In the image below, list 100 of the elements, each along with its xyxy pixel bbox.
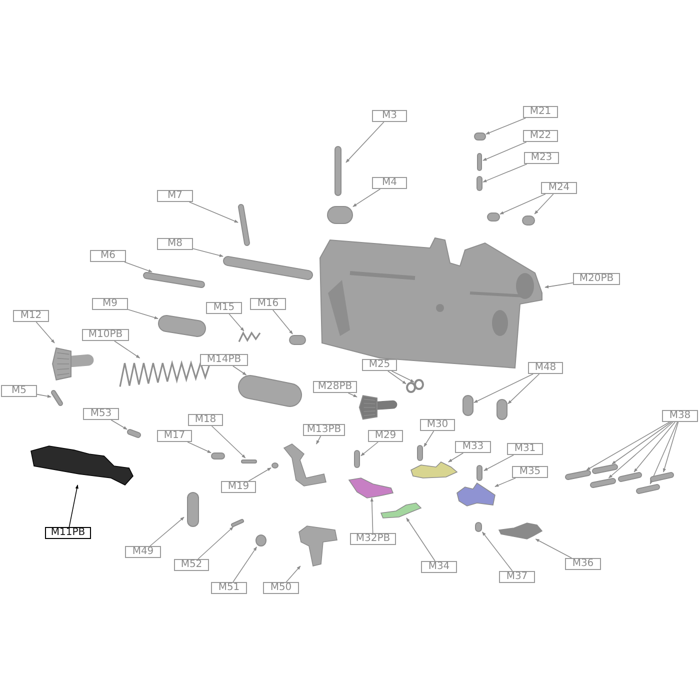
callout-label: M36 [565,558,601,570]
pin-drawing [211,451,225,461]
pin-drawing [223,256,313,280]
callout-label: M6 [90,250,126,262]
leader-line [228,314,244,332]
pin-drawing [474,132,486,141]
leader-line [286,566,301,582]
leader-line [346,122,384,163]
leader-line [486,118,526,134]
leader-line [188,202,238,223]
pin-drawing [231,519,244,527]
pin-drawing [650,472,674,482]
callout-label: M34 [421,561,457,573]
callout-label: M22 [523,130,558,142]
callout-label: M5 [1,385,37,397]
spring-drawing [237,331,262,344]
leader-line [150,516,184,546]
callout-label: M9 [92,298,128,310]
circle-shape [271,462,279,469]
pin-drawing [327,204,353,226]
callout-label: M38 [662,410,698,422]
part-drawing [381,503,422,518]
callout-label: M35 [512,466,548,478]
callout-label: M37 [499,571,535,583]
callout-label: M19 [221,481,256,493]
leader-line [482,532,513,572]
leader-line [348,392,358,398]
leader-line [482,164,528,182]
leader-line [391,370,414,382]
leader-line [406,518,436,562]
leader-line [500,194,546,215]
leader-line [232,546,258,582]
pin-drawing [592,464,618,474]
part-drawing [29,446,134,485]
pin-drawing [636,484,660,494]
callout-label: M51 [211,582,247,594]
leader-line [114,340,140,358]
callout-label: M33 [455,441,491,453]
part-drawing [349,478,394,498]
pin-drawing [238,375,302,407]
leader-line [232,366,247,376]
pin-drawing [496,399,508,420]
leader-line [352,188,381,207]
callout-label: M52 [174,559,209,571]
leader-line [482,142,527,161]
leader-line [448,452,464,462]
leader-line [474,374,534,403]
callout-label: M48 [528,362,563,374]
leader-line [662,422,679,472]
callout-label: M29 [368,430,403,442]
callout-label: M14PB [200,354,248,366]
pin-drawing [522,214,535,227]
circle-shape [406,382,416,393]
leader-line [484,454,514,472]
callout-label: M28PB [313,381,357,393]
leader-line [634,422,676,472]
pin-drawing [416,445,424,461]
pin-drawing [565,470,591,480]
pin-drawing [158,315,206,337]
leader-line [586,422,670,470]
leader-line [508,374,540,404]
callout-label: M30 [420,419,455,431]
part-drawing [499,523,542,539]
leader-line [370,498,374,534]
callout-label: M17 [157,430,192,442]
callout-label: M11PB [45,527,91,539]
pin-drawing [238,204,250,246]
callout-label: M10PB [82,329,129,341]
leader-line [192,248,224,258]
leader-line [424,430,434,447]
leader-line [248,467,272,482]
leader-line [544,282,574,288]
callout-label: M13PB [303,424,345,436]
leader-line [360,442,378,456]
pin-drawing [462,395,474,416]
pin-drawing [476,153,483,171]
callout-label: M25 [362,359,397,371]
leader-line [198,526,234,560]
callout-label: M32PB [350,533,396,545]
leader-line [124,262,152,272]
pin-drawing [241,458,257,465]
callout-label: M16 [250,298,286,310]
leader-line [272,310,293,334]
leader-line [316,436,322,444]
leader-line [68,484,78,528]
callout-label: M7 [157,190,193,202]
pin-drawing [127,429,141,438]
leader-line [187,442,212,454]
pin-drawing [475,465,484,481]
callout-label: M21 [523,106,558,118]
pin-drawing [289,334,306,346]
pin-drawing [476,176,483,191]
callout-label: M18 [188,414,223,426]
callout-label: M24 [541,182,577,194]
callout-label: M8 [157,238,193,250]
callout-label: M12 [13,310,49,322]
circle-shape [414,379,424,390]
pin-drawing [51,390,63,406]
callout-label: M31 [507,443,543,455]
callout-label: M15 [206,302,242,314]
